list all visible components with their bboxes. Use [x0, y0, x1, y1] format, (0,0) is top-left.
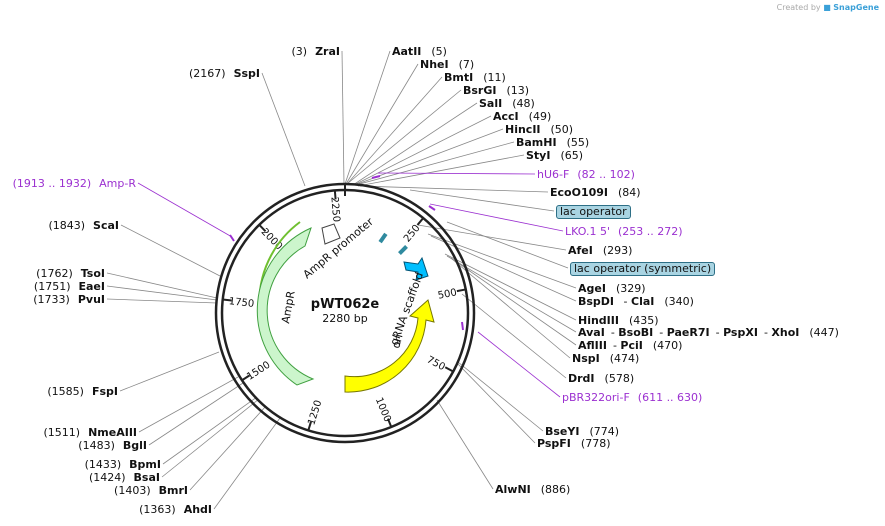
tick-750 [444, 366, 454, 373]
tick-label-2250: 2250 [328, 196, 341, 222]
enzyme-drdi[interactable]: DrdI(578) [568, 372, 634, 385]
enzyme-eaei[interactable]: (1751)EaeI [34, 280, 105, 293]
feature-ampr-promoter[interactable] [321, 223, 341, 245]
enzyme-bseyi[interactable]: BseYI(774) [545, 425, 619, 438]
feature-small-blue-2 [398, 245, 408, 255]
misc-lac-operator-symmetric[interactable]: lac operator (symmetric) [570, 262, 716, 276]
enzyme-bgli[interactable]: (1483)BglI [78, 439, 147, 452]
primer-hu6-f[interactable]: hU6-F(82 .. 102) [537, 168, 635, 181]
enzyme-alwni[interactable]: AlwNI(886) [495, 483, 570, 496]
plasmid-length: 2280 bp [322, 312, 367, 325]
feature-ori[interactable] [344, 299, 435, 393]
snapgene-logo-icon: ■ [823, 3, 831, 12]
tick-label-1250: 1250 [306, 399, 324, 427]
enzyme-bmri[interactable]: (1403)BmrI [114, 484, 188, 497]
enzyme-ahdi[interactable]: (1363)AhdI [139, 503, 212, 516]
enzyme-scai[interactable]: (1843)ScaI [48, 219, 119, 232]
enzyme-bmti[interactable]: BmtI(11) [444, 71, 506, 84]
enzyme-afei[interactable]: AfeI(293) [568, 244, 632, 257]
primer-amp-r[interactable]: (1913 .. 1932)Amp-R [13, 177, 137, 190]
enzyme-pvui[interactable]: (1733)PvuI [33, 293, 105, 306]
plasmid-name: pWT062e [311, 297, 380, 312]
enzyme-bspdi[interactable]: BspDI - ClaI(340) [578, 295, 694, 308]
enzyme-nhei[interactable]: NheI(7) [420, 58, 474, 71]
tick-label-750: 750 [425, 354, 447, 373]
tick-1500 [241, 374, 251, 382]
enzyme-pspfi[interactable]: PspFI(778) [537, 437, 611, 450]
tick-1000 [386, 418, 393, 428]
tick-label-1750: 1750 [228, 296, 255, 310]
label-ori: ori [389, 333, 405, 350]
tick-label-500: 500 [437, 287, 458, 301]
enzyme-styi[interactable]: StyI(65) [526, 149, 583, 162]
created-by-text: Created by [776, 3, 821, 12]
snapgene-brand: SnapGene [833, 3, 879, 12]
primer-lko-1-5-[interactable]: LKO.1 5'(253 .. 272) [565, 225, 683, 238]
tick-1250 [307, 421, 312, 431]
primer-mark-3 [461, 321, 464, 331]
enzyme-bsrgi[interactable]: BsrGI(13) [463, 84, 529, 97]
primer-mark-4 [229, 234, 235, 242]
enzyme-fspi[interactable]: (1585)FspI [47, 385, 118, 398]
label-ampr-promoter: AmpR promoter [301, 215, 377, 281]
feature-grna-scaffold[interactable] [403, 256, 429, 281]
enzyme-zrai[interactable]: (3)ZraI [291, 45, 340, 58]
tick-500 [456, 288, 466, 293]
feature-small-blue-1 [378, 232, 388, 244]
tick-label-1000: 1000 [373, 396, 393, 424]
enzyme-hincii[interactable]: HincII(50) [505, 123, 573, 136]
tick-1750 [222, 298, 232, 302]
enzyme-group-3[interactable]: NspI(474) [572, 352, 639, 365]
tick-label-250: 250 [402, 223, 423, 245]
enzyme-bsai[interactable]: (1424)BsaI [89, 471, 160, 484]
feature-ampr[interactable] [256, 227, 315, 386]
enzyme-hindiii[interactable]: HindIII(435) [578, 314, 659, 327]
enzyme-agei[interactable]: AgeI(329) [578, 282, 646, 295]
enzyme-group-1[interactable]: AvaI- BsoBI- PaeR7I- PspXI- XhoI(447) [578, 326, 839, 339]
enzyme-nmeaiii[interactable]: (1511)NmeAIII [44, 426, 138, 439]
tick-2000 [258, 224, 267, 232]
tick-label-1500: 1500 [245, 360, 272, 383]
enzyme-acci[interactable]: AccI(49) [493, 110, 551, 123]
misc-lac-operator[interactable]: lac operator [556, 205, 631, 219]
label-ampr: AmpR [279, 290, 298, 325]
primer-mark-1 [371, 175, 381, 179]
tick-250 [416, 217, 424, 226]
enzyme-bamhi[interactable]: BamHI(55) [516, 136, 589, 149]
enzyme-tsoi[interactable]: (1762)TsoI [36, 267, 105, 280]
enzyme-bpmi[interactable]: (1433)BpmI [85, 458, 161, 471]
primer-mark-2 [428, 205, 436, 211]
created-by-badge: Created by ■ SnapGene [777, 3, 879, 12]
enzyme-ecoo109i[interactable]: EcoO109I(84) [550, 186, 641, 199]
primer-pbr322ori-f[interactable]: pBR322ori-F(611 .. 630) [562, 391, 702, 404]
tick-2250 [333, 190, 337, 200]
enzyme-group-2[interactable]: AflIII- PciI(470) [578, 339, 682, 352]
enzyme-sspi[interactable]: (2167)SspI [189, 67, 260, 80]
enzyme-aatii[interactable]: AatII(5) [392, 45, 447, 58]
enzyme-sali[interactable]: SalI(48) [479, 97, 535, 110]
